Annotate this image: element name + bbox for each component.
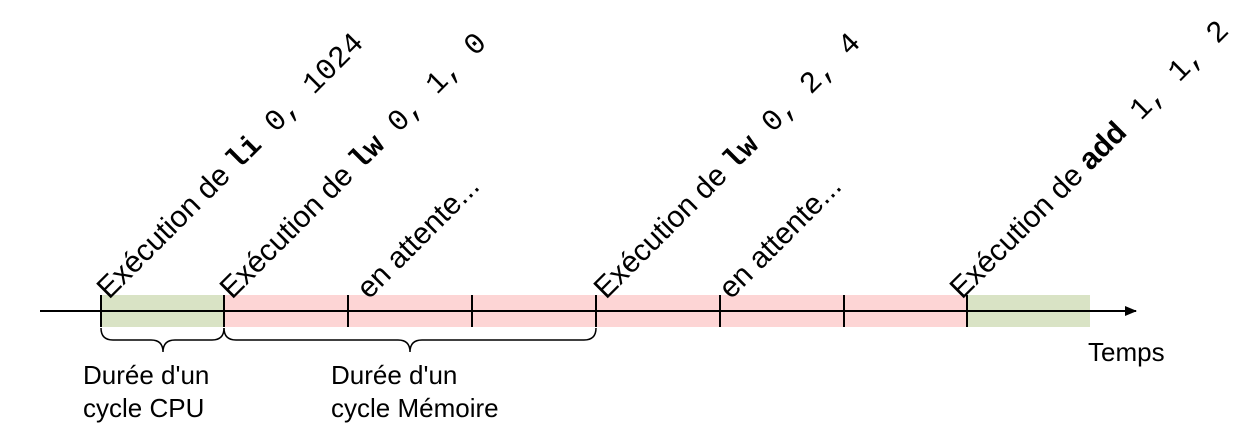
svg-text:Exécution de add 1, 1, 2: Exécution de add 1, 1, 2 <box>944 14 1238 308</box>
svg-text:en attente...: en attente... <box>713 170 848 305</box>
instruction-label: en attente... <box>351 170 486 305</box>
instruction-args: 0, 1024 <box>246 27 372 153</box>
axis-label-temps: Temps <box>1088 337 1165 367</box>
timeline-ticks <box>100 295 968 327</box>
instruction-label-prefix: en attente... <box>351 170 486 305</box>
instruction-args: 0, 2, 4 <box>743 27 869 153</box>
memory-cycle-caption-line1: Durée d'un <box>331 360 457 390</box>
instruction-label: Exécution de add 1, 1, 2 <box>944 14 1238 308</box>
instruction-args: 1, 1, 2 <box>1111 15 1237 141</box>
instruction-label: en attente... <box>713 170 848 305</box>
memory-cycle-brace <box>223 327 597 353</box>
cpu-cycle-caption-line2: cycle CPU <box>83 393 204 423</box>
memory-cycle-caption-line2: cycle Mémoire <box>331 393 499 423</box>
instruction-label-prefix: Exécution de <box>944 153 1096 305</box>
cpu-cycle-caption-line1: Durée d'un <box>83 360 209 390</box>
instruction-args: 0, 1, 0 <box>369 27 495 153</box>
svg-text:en attente...: en attente... <box>351 170 486 305</box>
cpu-cycle-brace <box>100 327 225 353</box>
instruction-label-prefix: en attente... <box>713 170 848 305</box>
